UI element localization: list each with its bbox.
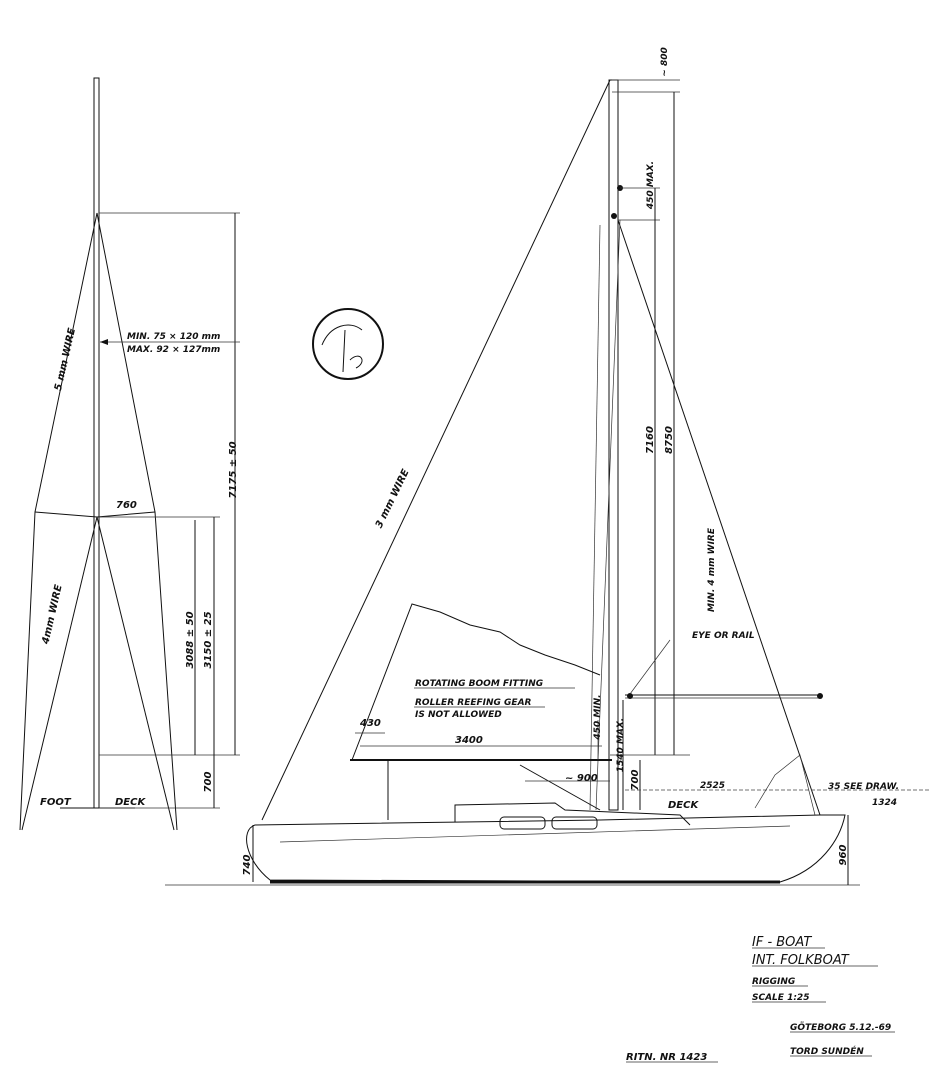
dim-top: ~ 800: [660, 47, 670, 76]
drawing-number: RITN. NR 1423: [626, 1052, 707, 1063]
dim-hounds: 7175 ± 50: [228, 441, 239, 498]
spreader-width: 760: [116, 500, 137, 511]
title-scale: SCALE 1:25: [752, 993, 809, 1003]
mast-section-max: MAX. 92 × 127mm: [127, 345, 220, 355]
backstay-label: MIN. 4 mm WIRE: [707, 527, 717, 612]
upper-wire-label: 5 mm WIRE: [53, 327, 78, 392]
pushpit: [754, 754, 816, 816]
see-drawing-number: 1324: [872, 798, 897, 808]
side-view: ~ 800 450 MAX. 7160 8750 3 mm WIRE MIN. …: [165, 47, 930, 886]
front-mast: [93, 77, 100, 809]
dim-8750: 8750: [664, 426, 675, 454]
hull: [246, 814, 846, 883]
dim-900: ~ 900: [565, 773, 598, 784]
dim-960: 960: [838, 845, 849, 866]
dim-430: 430: [359, 718, 381, 729]
dim-spreader-1: 3088 ± 50: [185, 611, 196, 668]
see-drawing-note: 35 SEE DRAW.: [828, 782, 899, 792]
side-mast: [608, 79, 619, 811]
dim-2525: 2525: [700, 781, 725, 791]
backstay: [617, 219, 821, 816]
roller-reefing-note-1: ROLLER REEFING GEAR: [415, 698, 532, 708]
dim-3400: 3400: [455, 735, 483, 746]
boom-fitting-note: ROTATING BOOM FITTING: [415, 679, 543, 689]
spreaders: [34, 511, 156, 518]
dim-1540: 1540 MAX.: [616, 718, 626, 772]
cabin: [454, 802, 691, 826]
dim-700: 700: [630, 770, 641, 791]
dim-450-min: 450 MIN.: [593, 694, 603, 740]
forestay: [261, 79, 611, 821]
mast-section-min: MIN. 75 × 120 mm: [127, 332, 220, 342]
front-deck-label: DECK: [115, 797, 146, 808]
mainsail-outline: [351, 603, 601, 761]
upper-shroud-left: [19, 212, 98, 831]
title-line-2: INT. FOLKBOAT: [752, 953, 850, 968]
title-block: IF - BOAT INT. FOLKBOAT RIGGING SCALE 1:…: [626, 935, 895, 1063]
designer-logo: [312, 308, 384, 380]
dim-740: 740: [242, 855, 253, 876]
lower-shroud-left: [21, 516, 98, 831]
upper-shroud-right: [96, 212, 178, 831]
eye-or-rail-label: EYE OR RAIL: [692, 631, 755, 641]
front-view: 7175 ± 50 3088 ± 50 3150 ± 25 700 MIN. 7…: [19, 77, 240, 831]
porthole-2: [551, 816, 598, 830]
vang: [519, 764, 601, 811]
side-deck-label: DECK: [668, 800, 699, 811]
title-line-1: IF - BOAT: [752, 935, 812, 950]
place-date: GÖTEBORG 5.12.-69: [790, 1022, 891, 1033]
dim-spreader-2: 3150 ± 25: [203, 611, 214, 668]
title-line-3: RIGGING: [752, 977, 795, 987]
roller-reefing-note-2: IS NOT ALLOWED: [415, 710, 502, 720]
dim-7160: 7160: [645, 426, 656, 454]
designer-name: TORD SUNDÉN: [790, 1045, 864, 1057]
foot-label: FOOT: [40, 797, 72, 808]
forestay-label: 3 mm WIRE: [374, 468, 412, 531]
dim-deck: 700: [203, 772, 214, 793]
porthole-1: [499, 816, 546, 830]
dim-450-max: 450 MAX.: [646, 161, 656, 210]
lower-shroud-right: [96, 516, 175, 831]
lower-wire-label: 4mm WIRE: [40, 584, 65, 647]
